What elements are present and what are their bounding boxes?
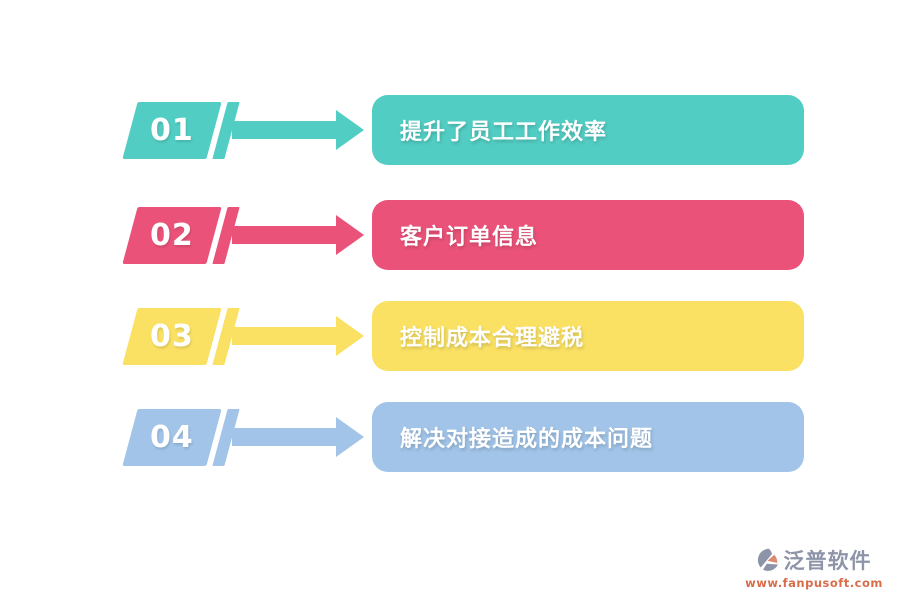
arrow-right-icon xyxy=(232,316,364,356)
arrow-tail xyxy=(232,327,336,345)
number-badge: 03 xyxy=(120,307,240,365)
number-badge-shape: 01 xyxy=(122,101,222,159)
list-item: 04 解决对接造成的成本问题 xyxy=(120,402,804,472)
arrow-right-icon xyxy=(232,215,364,255)
content-bar: 提升了员工工作效率 xyxy=(372,95,804,165)
number-badge-shape: 03 xyxy=(122,307,222,365)
arrow-tail xyxy=(232,226,336,244)
list-item: 02 客户订单信息 xyxy=(120,200,804,270)
arrow-right-icon xyxy=(232,417,364,457)
step-number: 01 xyxy=(150,112,194,148)
number-badge-shape: 02 xyxy=(122,206,222,264)
number-badge: 01 xyxy=(120,101,240,159)
list-item: 01 提升了员工工作效率 xyxy=(120,95,804,165)
number-badge: 02 xyxy=(120,206,240,264)
bar-label: 提升了员工工作效率 xyxy=(400,120,608,145)
list-item: 03 控制成本合理避税 xyxy=(120,301,804,371)
arrow-tail xyxy=(232,428,336,446)
number-badge-shape: 04 xyxy=(122,408,222,466)
brand-name: 泛普软件 xyxy=(783,549,872,573)
arrow-head xyxy=(336,417,364,457)
arrow-right-icon xyxy=(232,110,364,150)
step-number: 03 xyxy=(150,318,194,354)
arrow-head xyxy=(336,215,364,255)
arrow-head xyxy=(336,316,364,356)
logo-mark-icon xyxy=(757,548,781,572)
bar-label: 解决对接造成的成本问题 xyxy=(400,427,654,452)
number-badge: 04 xyxy=(120,408,240,466)
bar-label: 控制成本合理避税 xyxy=(400,326,585,351)
brand-logo: 泛普软件 www.fanpusoft.com xyxy=(744,545,884,590)
step-number: 04 xyxy=(150,419,194,455)
content-bar: 解决对接造成的成本问题 xyxy=(372,402,804,472)
content-bar: 客户订单信息 xyxy=(372,200,804,270)
arrow-head xyxy=(336,110,364,150)
brand-url: www.fanpusoft.com xyxy=(745,576,883,590)
step-number: 02 xyxy=(150,217,194,253)
content-bar: 控制成本合理避税 xyxy=(372,301,804,371)
bar-label: 客户订单信息 xyxy=(400,225,539,250)
arrow-tail xyxy=(232,121,336,139)
